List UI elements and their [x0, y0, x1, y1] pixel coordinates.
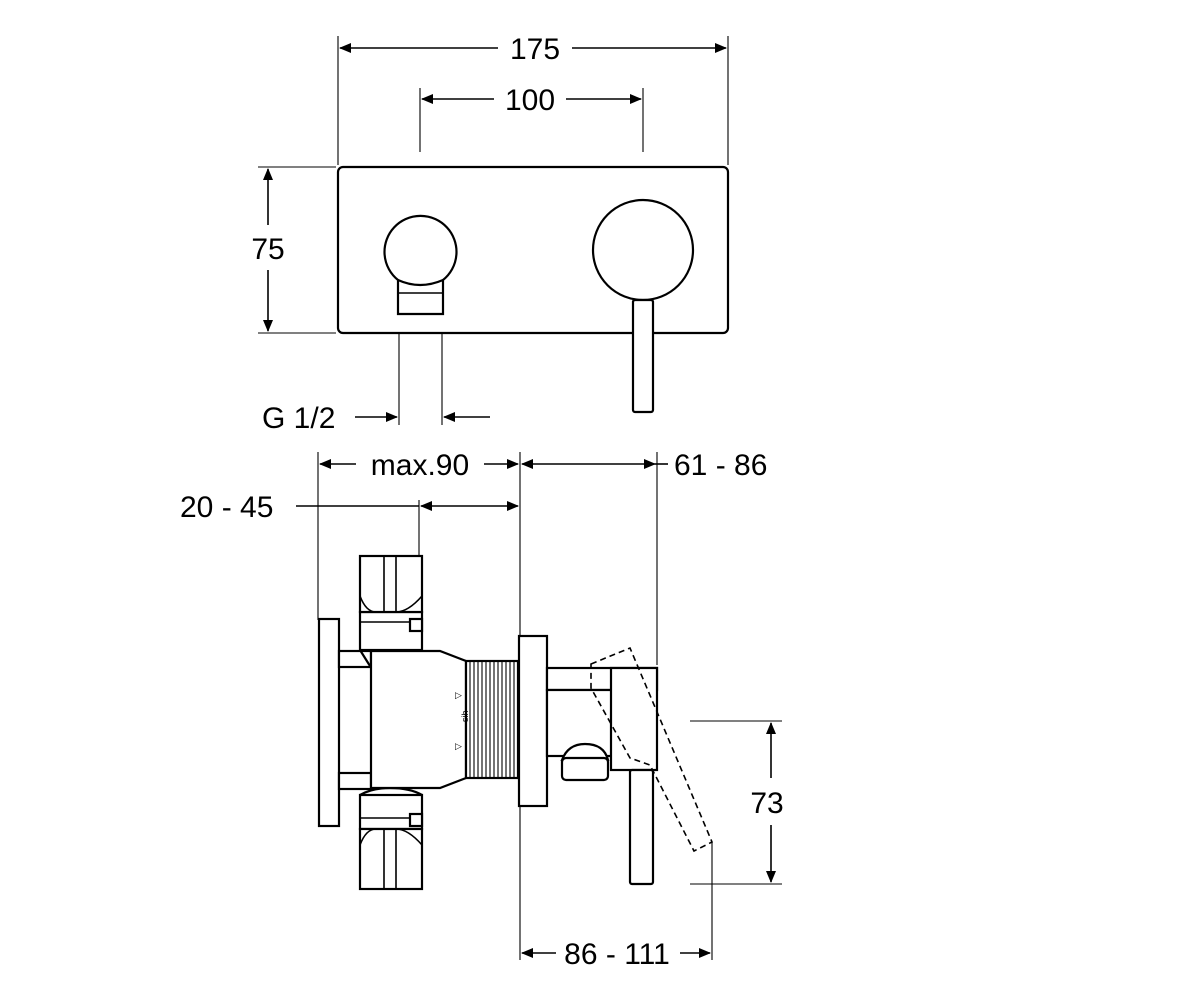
dim-thread-label: G 1/2 — [262, 402, 335, 435]
side-view: max.90 61 - 86 20 - 45 — [180, 449, 784, 971]
thread-lines — [469, 661, 515, 778]
body-marking: sih — [460, 710, 470, 722]
dim-100-label: 100 — [505, 84, 555, 117]
dim-86-111-label: 86 - 111 — [564, 938, 670, 971]
diverter-knob-cap — [560, 756, 610, 782]
lever-alternate-position — [590, 646, 714, 853]
handle-lever — [628, 768, 655, 886]
threaded-sleeve — [464, 659, 520, 780]
diverter-knob-side — [560, 742, 610, 762]
valve-body — [369, 649, 468, 790]
flow-arrow-top: ▷ — [455, 690, 462, 700]
dim-75-label: 75 — [251, 233, 284, 266]
dim-175-label: 175 — [510, 33, 560, 66]
mixer-handle-rosette — [591, 198, 695, 302]
dim-max90-label: max.90 — [371, 449, 469, 482]
dim-20-45-label: 20 - 45 — [180, 491, 273, 524]
mixer-lever — [631, 298, 655, 414]
cover-plate-section — [517, 634, 549, 808]
cover-plate — [336, 165, 730, 335]
back-flange — [317, 617, 341, 828]
diverter-knob-edge — [397, 278, 444, 287]
handle-body — [609, 666, 659, 772]
dim-73-label: 73 — [750, 787, 783, 820]
front-view: 175 100 75 G 1/2 — [251, 33, 730, 435]
inlet-stub-bottom — [337, 771, 373, 791]
diverter-knob — [383, 214, 458, 316]
dim-61-86-label: 61 - 86 — [674, 449, 767, 482]
flow-arrow-bottom: ▷ — [455, 741, 462, 751]
bottom-nut — [358, 827, 424, 891]
top-nut — [358, 554, 424, 614]
